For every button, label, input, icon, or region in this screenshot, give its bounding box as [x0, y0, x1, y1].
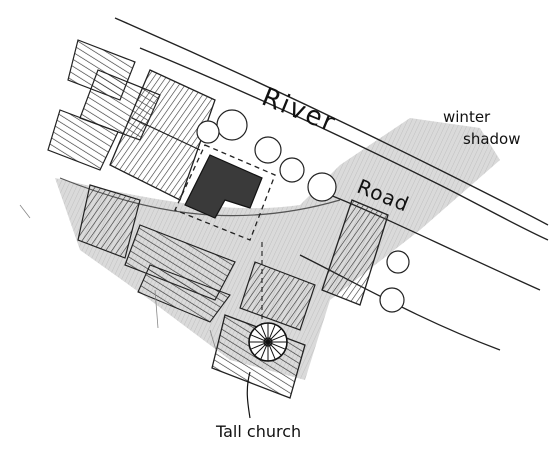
shadow-label: shadow — [463, 130, 521, 148]
church-label: Tall church — [216, 422, 302, 441]
road-edge-north — [329, 194, 541, 291]
winter-label: winter — [443, 108, 491, 126]
plot-boundary — [174, 144, 276, 241]
church-leader-line — [246, 371, 251, 419]
tree-canopy-icon — [196, 109, 410, 313]
building-road-side — [321, 199, 389, 306]
river-bank-north — [114, 17, 549, 226]
highlighted-building — [184, 154, 263, 219]
building-upper-left-3 — [47, 109, 119, 171]
building-middle-left — [77, 184, 141, 259]
building-middle-row-2 — [137, 264, 231, 323]
winter-shadow-area — [55, 118, 500, 380]
river-bank-south — [139, 47, 549, 241]
building-church-nave — [239, 261, 316, 331]
rose-window-icon — [248, 322, 288, 362]
